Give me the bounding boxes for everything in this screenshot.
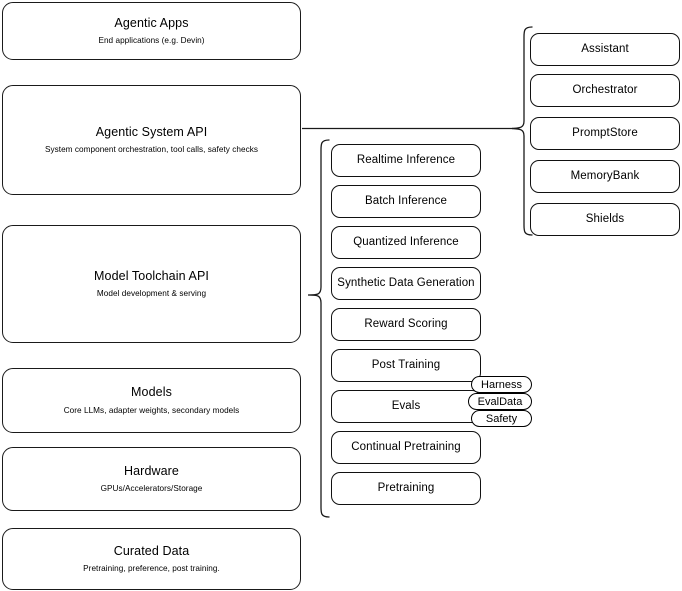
component-reward-scoring[interactable]: Reward Scoring (331, 308, 481, 341)
component-pretraining[interactable]: Pretraining (331, 472, 481, 505)
layer-subtitle: Core LLMs, adapter weights, secondary mo… (63, 405, 240, 415)
component-realtime-inference[interactable]: Realtime Inference (331, 144, 481, 177)
component-evals[interactable]: Evals (331, 390, 481, 423)
component-label: Pretraining (377, 482, 435, 495)
layer-title: Models (131, 385, 172, 400)
component-synthetic-data-generation[interactable]: Synthetic Data Generation (331, 267, 481, 300)
component-promptstore[interactable]: PromptStore (530, 117, 680, 150)
layer-title: Curated Data (113, 543, 190, 558)
component-continual-pretraining[interactable]: Continual Pretraining (331, 431, 481, 464)
layer-title: Agentic Apps (114, 15, 189, 30)
layer-box-agentic-system-api[interactable]: Agentic System API System component orch… (2, 85, 301, 195)
component-label: Synthetic Data Generation (337, 277, 475, 290)
component-label: Evals (391, 400, 421, 413)
layer-box-models[interactable]: Models Core LLMs, adapter weights, secon… (2, 368, 301, 433)
component-label: Reward Scoring (364, 318, 448, 331)
component-quantized-inference[interactable]: Quantized Inference (331, 226, 481, 259)
layer-box-model-toolchain-api[interactable]: Model Toolchain API Model development & … (2, 225, 301, 343)
component-label: PromptStore (572, 127, 638, 140)
layer-subtitle: GPUs/Accelerators/Storage (100, 484, 203, 494)
layer-box-curated-data[interactable]: Curated Data Pretraining, preference, po… (2, 528, 301, 590)
component-orchestrator[interactable]: Orchestrator (530, 74, 680, 107)
component-assistant[interactable]: Assistant (530, 33, 680, 66)
component-post-training[interactable]: Post Training (331, 349, 481, 382)
layer-box-agentic-apps[interactable]: Agentic Apps End applications (e.g. Devi… (2, 2, 301, 60)
component-label: Shields (585, 213, 625, 226)
component-label: Assistant (581, 43, 629, 56)
component-label: MemoryBank (570, 170, 640, 183)
component-batch-inference[interactable]: Batch Inference (331, 185, 481, 218)
layer-subtitle: System component orchestration, tool cal… (44, 145, 259, 155)
component-label: Quantized Inference (353, 236, 459, 249)
layer-title: Hardware (124, 463, 179, 478)
component-label: Post Training (371, 359, 441, 372)
layer-subtitle: End applications (e.g. Devin) (98, 36, 205, 46)
layer-box-hardware[interactable]: Hardware GPUs/Accelerators/Storage (2, 447, 301, 511)
brace-agentic-system (511, 26, 533, 236)
component-label: Orchestrator (572, 84, 638, 97)
badge-evaldata[interactable]: EvalData (468, 393, 532, 410)
layer-title: Model Toolchain API (94, 268, 209, 283)
component-label: Continual Pretraining (351, 441, 461, 454)
layer-subtitle: Pretraining, preference, post training. (83, 564, 220, 574)
component-label: Batch Inference (364, 195, 448, 208)
component-label: Realtime Inference (356, 154, 456, 167)
layer-subtitle: Model development & serving (96, 289, 207, 299)
brace-model-toolchain (307, 139, 330, 518)
component-memorybank[interactable]: MemoryBank (530, 160, 680, 193)
layer-title: Agentic System API (95, 124, 208, 139)
badge-harness[interactable]: Harness (471, 376, 532, 393)
badge-safety[interactable]: Safety (471, 410, 532, 427)
component-shields[interactable]: Shields (530, 203, 680, 236)
